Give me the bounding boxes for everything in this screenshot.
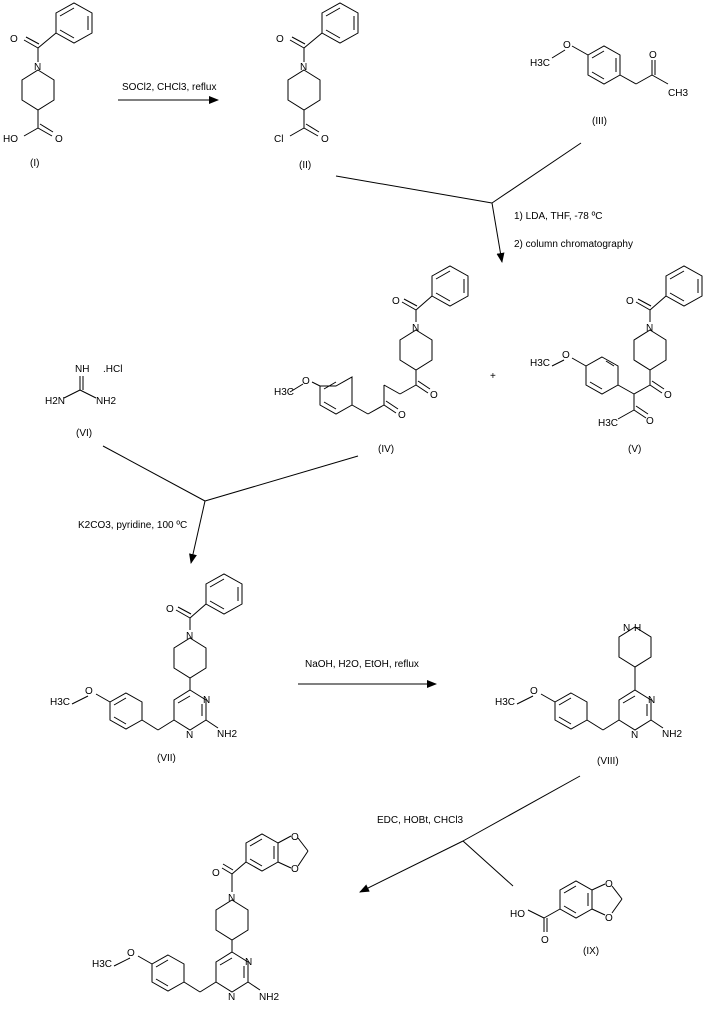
methoxy-group: H3C bbox=[530, 358, 550, 369]
dioxole-o2-atom: O bbox=[291, 864, 299, 875]
pyrimidine-n2-atom: N bbox=[631, 730, 638, 741]
methoxy-group: H3C bbox=[92, 959, 112, 970]
dioxole-o1-atom: O bbox=[605, 879, 613, 890]
condition-step4: NaOH, H2O, EtOH, reflux bbox=[305, 659, 419, 670]
cl-atom: Cl bbox=[274, 134, 283, 145]
compound-IV: O N O O O H3C (IV) bbox=[274, 265, 469, 455]
compound-V: O N O O H3C O H3C (V) bbox=[530, 265, 703, 455]
condition-step2a: 1) LDA, THF, -78 ºC bbox=[514, 211, 603, 222]
methoxy-group: H3C bbox=[530, 58, 550, 69]
amine-right: NH2 bbox=[96, 396, 116, 407]
compound-III: H3C O O CH3 (III) bbox=[530, 40, 688, 127]
amine-left: H2N bbox=[45, 396, 65, 407]
pyrimidine-n2-atom: N bbox=[186, 730, 193, 741]
amide-o-atom: O bbox=[626, 296, 634, 307]
compound-product: O O O N N N NH2 O H3C bbox=[92, 832, 309, 1003]
ketone-o2-atom: O bbox=[398, 410, 406, 421]
compound-label-VII: (VII) bbox=[157, 753, 176, 764]
pyrimidine-n1-atom: N bbox=[245, 957, 252, 968]
methyl-group: CH3 bbox=[668, 88, 688, 99]
compound-label-IX: (IX) bbox=[583, 946, 599, 957]
methoxy-group: H3C bbox=[274, 387, 294, 398]
ring-n-atom: N bbox=[186, 631, 193, 642]
ring-h-atom: H bbox=[634, 623, 641, 634]
compound-II: O N Cl O (II) bbox=[274, 2, 359, 171]
amide-o-atom: O bbox=[212, 868, 220, 879]
arrow-step2 bbox=[335, 142, 582, 263]
condition-step3: K2CO3, pyridine, 100 ºC bbox=[78, 520, 187, 531]
compound-label-VI: (VI) bbox=[76, 428, 92, 439]
compound-VIII: N H N N NH2 O H3C (VIII) bbox=[495, 623, 682, 767]
amide-o-atom: O bbox=[10, 34, 18, 45]
compound-IX: O O HO O (IX) bbox=[510, 879, 623, 957]
acid-o-atom: O bbox=[541, 935, 549, 946]
pyrimidine-n1-atom: N bbox=[203, 695, 210, 706]
compound-VI: NH .HCl H2N NH2 (VI) bbox=[45, 364, 122, 439]
pyrimidine-n1-atom: N bbox=[648, 695, 655, 706]
ketone-o-atom: O bbox=[649, 50, 657, 61]
methyl-group: H3C bbox=[598, 418, 618, 429]
ether-o-atom: O bbox=[85, 686, 93, 697]
compound-label-I: (I) bbox=[30, 158, 39, 169]
ring-n-atom: N bbox=[228, 893, 235, 904]
condition-step2b: 2) column chromatography bbox=[514, 239, 633, 250]
compound-I: O N HO O (I) bbox=[3, 2, 93, 169]
ring-n-atom: N bbox=[646, 323, 653, 334]
amide-o-atom: O bbox=[166, 604, 174, 615]
amino-group: NH2 bbox=[662, 729, 682, 740]
pyrimidine-n2-atom: N bbox=[228, 992, 235, 1003]
ether-o-atom: O bbox=[302, 376, 310, 387]
condition-step5: EDC, HOBt, CHCl3 bbox=[377, 815, 464, 826]
ether-o-atom: O bbox=[563, 40, 571, 51]
compound-label-VIII: (VIII) bbox=[597, 756, 619, 767]
condition-step1: SOCl2, CHCl3, reflux bbox=[122, 82, 216, 93]
ring-n-atom: N bbox=[623, 623, 630, 634]
amide-o-atom: O bbox=[392, 296, 400, 307]
ether-o-atom: O bbox=[562, 350, 570, 361]
compound-VII: O N N N NH2 O H3C (VII) bbox=[50, 573, 243, 764]
methoxy-group: H3C bbox=[50, 697, 70, 708]
dioxole-o1-atom: O bbox=[291, 832, 299, 843]
ketone-o1-atom: O bbox=[664, 390, 672, 401]
plus-sign: + bbox=[490, 371, 496, 382]
compound-label-IV: (IV) bbox=[378, 444, 394, 455]
ring-n-atom: N bbox=[412, 323, 419, 334]
amino-group: NH2 bbox=[217, 729, 237, 740]
methoxy-group: H3C bbox=[495, 697, 515, 708]
compound-label-V: (V) bbox=[628, 444, 641, 455]
amino-group: NH2 bbox=[259, 992, 279, 1003]
ether-o-atom: O bbox=[127, 948, 135, 959]
ketone-o1-atom: O bbox=[430, 390, 438, 401]
arrow-step3 bbox=[102, 445, 359, 564]
acyl-o-atom: O bbox=[321, 134, 329, 145]
imine-nh-atom: NH bbox=[75, 364, 89, 375]
acid-ho-atom: HO bbox=[510, 909, 525, 920]
compound-label-II: (II) bbox=[299, 160, 311, 171]
amide-o-atom: O bbox=[276, 34, 284, 45]
ether-o-atom: O bbox=[530, 686, 538, 697]
ketone-o2-atom: O bbox=[646, 416, 654, 427]
arrow-step5 bbox=[359, 775, 581, 893]
hcl-salt: .HCl bbox=[103, 364, 122, 375]
dioxole-o2-atom: O bbox=[605, 913, 613, 924]
ring-n-atom: N bbox=[300, 62, 307, 73]
acid-o-atom: O bbox=[55, 134, 63, 145]
compound-label-III: (III) bbox=[592, 116, 607, 127]
ring-n-atom: N bbox=[34, 62, 41, 73]
acid-ho-atom: HO bbox=[3, 134, 18, 145]
